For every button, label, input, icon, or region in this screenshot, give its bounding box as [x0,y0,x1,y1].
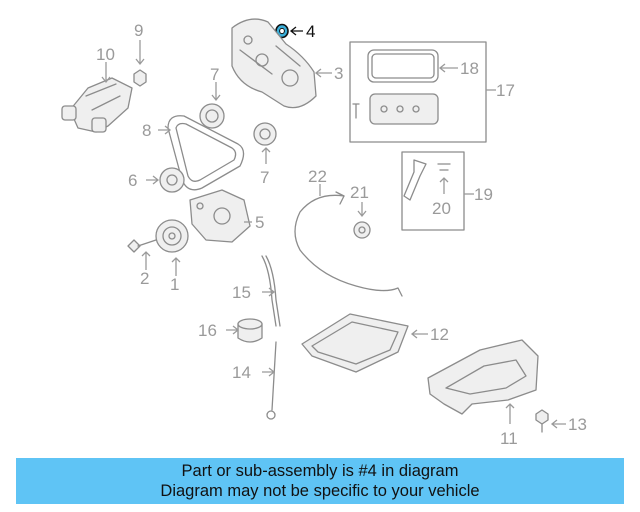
leader-8 [158,125,172,135]
callout-6[interactable]: 6 [128,171,137,190]
part-7-idler-pulley-upper[interactable] [199,103,225,129]
leader-10 [101,62,111,84]
notice-line-1: Part or sub-assembly is #4 in diagram [181,462,459,480]
part-1-crank-pulley[interactable] [155,219,189,253]
leader-20 [439,177,449,194]
part-9-plug[interactable] [133,69,147,87]
group-box-19 [401,151,465,231]
part-6-crank-sprocket[interactable] [159,167,185,193]
callout-1[interactable]: 1 [170,275,179,294]
leader-2 [141,251,151,270]
part-7-idler-pulley-lower[interactable] [253,122,277,146]
callout-19[interactable]: 19 [474,185,493,204]
part-13-drain-bolt[interactable] [535,409,549,433]
leader-18 [438,63,458,73]
leader-9 [135,40,145,66]
callout-7a[interactable]: 7 [210,65,219,84]
callout-15[interactable]: 15 [232,283,251,302]
part-17-valve-cover[interactable] [352,93,439,125]
leader-7b [261,147,271,164]
leader-6 [146,175,160,185]
callout-11[interactable]: 11 [500,429,518,448]
callout-17[interactable]: 17 [496,81,515,100]
leader-16 [226,325,240,335]
leader-4 [289,26,303,36]
callout-18[interactable]: 18 [460,59,479,78]
leader-3 [314,68,332,78]
callout-20[interactable]: 20 [432,199,451,218]
leader-12 [410,329,428,339]
part-2-bolt[interactable] [127,239,157,253]
leader-7a [211,82,221,102]
leader-15 [262,287,276,297]
part-21-sensor[interactable] [353,221,371,239]
callout-3[interactable]: 3 [334,64,343,83]
callout-2[interactable]: 2 [140,269,149,288]
part-5-lower-cover[interactable] [189,189,251,243]
callout-7b[interactable]: 7 [260,168,269,187]
part-12-oil-pan-gasket[interactable] [301,313,409,373]
notice-banner: Part or sub-assembly is #4 in diagram Di… [16,458,624,504]
leader-1 [171,257,181,276]
leader-21 [357,202,367,218]
notice-line-2: Diagram may not be specific to your vehi… [160,482,480,500]
callout-4[interactable]: 4 [306,22,315,41]
part-11-oil-pan[interactable] [427,339,539,415]
group-box-17 [349,41,487,143]
part-20-tube-seal[interactable] [403,159,451,201]
callout-22[interactable]: 22 [308,167,327,186]
callout-16[interactable]: 16 [198,321,217,340]
leader-13 [550,419,566,429]
part-15-dipstick-tube[interactable] [261,255,281,327]
callout-12[interactable]: 12 [430,325,449,344]
callout-14[interactable]: 14 [232,363,251,382]
part-18-valve-cover-gasket[interactable] [367,49,439,83]
callout-9[interactable]: 9 [134,21,143,40]
callout-10[interactable]: 10 [96,45,115,64]
part-3-timing-cover[interactable] [231,18,317,109]
callout-21[interactable]: 21 [350,183,369,202]
part-4-seal[interactable] [275,23,289,39]
part-14-dipstick[interactable] [266,341,277,420]
part-8-timing-belt[interactable] [167,115,245,191]
leader-14 [262,367,276,377]
part-22-harness[interactable] [294,191,403,297]
callout-13[interactable]: 13 [568,415,587,434]
callout-5[interactable]: 5 [255,213,264,232]
part-16-oil-filter[interactable] [237,318,263,343]
callout-8[interactable]: 8 [142,121,151,140]
part-10-coolant-housing[interactable] [61,77,133,133]
leader-11 [505,403,515,424]
